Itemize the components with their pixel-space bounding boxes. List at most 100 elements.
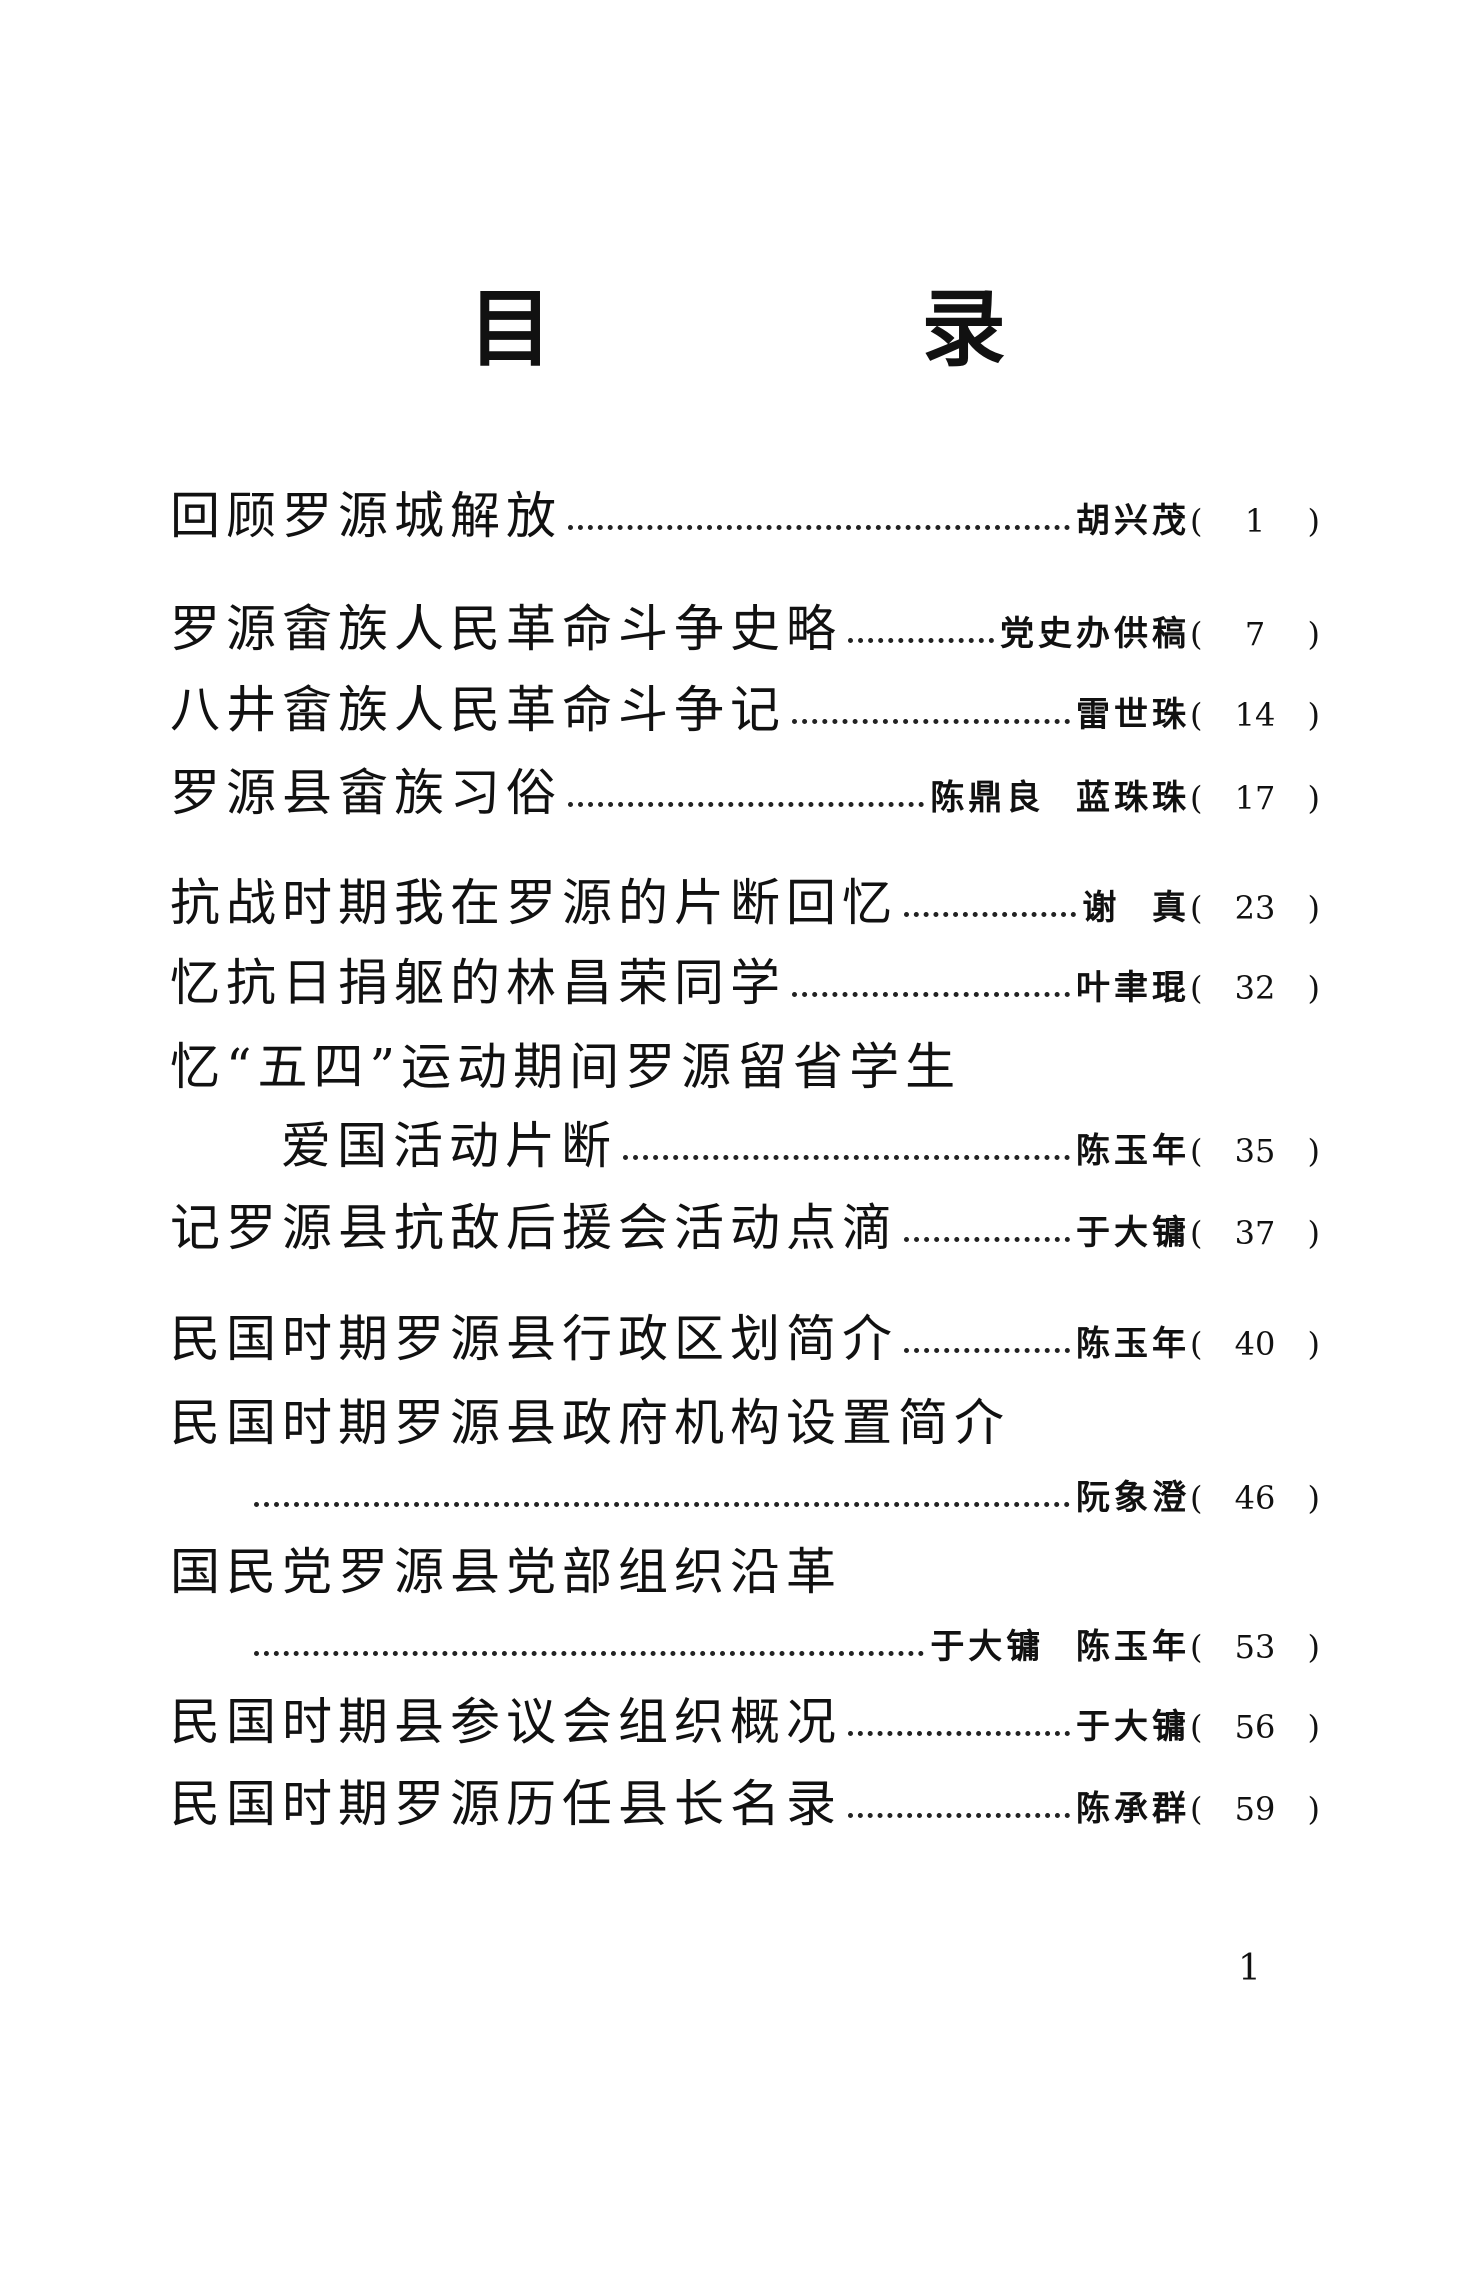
- leader-dots: [568, 802, 925, 807]
- page-ref: 35: [1234, 1132, 1276, 1170]
- open-paren: (: [1190, 696, 1203, 734]
- page-title: 目 录: [468, 279, 1176, 378]
- close-paren: ): [1307, 889, 1320, 927]
- page-number: 1: [1238, 1948, 1261, 1989]
- open-paren: (: [1190, 502, 1203, 540]
- entry-page: (32): [1190, 963, 1320, 1013]
- entry-author: 叶聿琨: [1076, 968, 1190, 1008]
- entry-author: 陈玉年: [1076, 1324, 1190, 1364]
- open-paren: (: [1190, 1214, 1203, 1252]
- entry-author: 谢 真: [1082, 888, 1190, 928]
- toc-entry[interactable]: 忆抗日捐躯的林昌荣同学 叶聿琨(32): [170, 953, 1320, 1013]
- close-paren: ): [1307, 1790, 1320, 1828]
- toc-entry[interactable]: 回顾罗源城解放 胡兴茂(1): [170, 486, 1320, 546]
- close-paren: ): [1307, 615, 1320, 653]
- entry-title: 罗源县畲族习俗: [170, 764, 562, 822]
- entry-title[interactable]: 国民党罗源县党部组织沿革: [170, 1543, 842, 1601]
- close-paren: ): [1307, 1628, 1320, 1666]
- leader-dots: [792, 992, 1070, 997]
- entry-page: (46): [1190, 1473, 1320, 1523]
- entry-page: (1): [1190, 496, 1320, 546]
- entry-author: 胡兴茂: [1076, 501, 1190, 541]
- toc-entry[interactable]: 民国时期县参议会组织概况 于大镛(56): [170, 1692, 1320, 1752]
- leader-dots: [623, 1155, 1070, 1160]
- entry-page: (37): [1190, 1208, 1320, 1258]
- entry-page: (40): [1190, 1319, 1320, 1369]
- entry-page: (53): [1190, 1622, 1320, 1672]
- entry-title: 民国时期罗源县行政区划简介: [170, 1310, 898, 1368]
- open-paren: (: [1190, 615, 1203, 653]
- open-paren: (: [1190, 1479, 1203, 1517]
- leader-dots: [848, 1813, 1070, 1818]
- page-ref: 1: [1244, 502, 1266, 540]
- toc-entry[interactable]: 罗源县畲族习俗 陈鼎良 蓝珠珠(17): [170, 763, 1320, 823]
- toc-entry[interactable]: 民国时期罗源历任县长名录陈承群(59): [170, 1774, 1320, 1834]
- entry-author: 于大镛 陈玉年: [930, 1627, 1190, 1667]
- toc-entry[interactable]: 民国时期罗源县行政区划简介 陈玉年(40): [170, 1309, 1320, 1369]
- page-ref: 56: [1234, 1708, 1276, 1746]
- page-ref: 46: [1234, 1479, 1276, 1517]
- entry-page: (56): [1190, 1702, 1320, 1752]
- close-paren: ): [1307, 779, 1320, 817]
- page-ref: 40: [1234, 1325, 1276, 1363]
- page-ref: 23: [1234, 889, 1276, 927]
- open-paren: (: [1190, 889, 1203, 927]
- entry-title: 罗源畲族人民革命斗争史略: [170, 600, 842, 658]
- entry-title: 八井畲族人民革命斗争记: [170, 681, 786, 739]
- entry-page: (35): [1190, 1126, 1320, 1176]
- entry-page: (7): [1190, 609, 1320, 659]
- entry-author: 于大镛: [1076, 1707, 1190, 1747]
- open-paren: (: [1190, 969, 1203, 1007]
- entry-author: 陈承群: [1076, 1789, 1190, 1829]
- leader-dots: [254, 1502, 1070, 1507]
- entry-title: 记罗源县抗敌后援会活动点滴: [170, 1199, 898, 1257]
- entry-title[interactable]: 民国时期罗源县政府机构设置简介: [170, 1394, 1010, 1452]
- entry-title: 忆抗日捐躯的林昌荣同学: [170, 954, 786, 1012]
- toc-entry[interactable]: 抗战时期我在罗源的片断回忆谢 真(23): [170, 873, 1320, 933]
- toc-entry[interactable]: 阮象澄(46): [248, 1463, 1320, 1523]
- leader-dots: [904, 912, 1077, 917]
- entry-page: (14): [1190, 690, 1320, 740]
- toc-entry[interactable]: 爱国活动片断 陈玉年(35): [281, 1116, 1320, 1176]
- open-paren: (: [1190, 1132, 1203, 1170]
- page-ref: 59: [1234, 1790, 1276, 1828]
- close-paren: ): [1307, 1132, 1320, 1170]
- entry-page: (17): [1190, 773, 1320, 823]
- toc-entry[interactable]: 记罗源县抗敌后援会活动点滴 于大镛(37): [170, 1198, 1320, 1258]
- page-ref: 17: [1234, 779, 1276, 817]
- leader-dots: [904, 1348, 1070, 1353]
- entry-author: 陈玉年: [1076, 1131, 1190, 1171]
- leader-dots: [904, 1237, 1070, 1242]
- leader-dots: [848, 638, 994, 643]
- leader-dots: [792, 719, 1070, 724]
- open-paren: (: [1190, 1708, 1203, 1746]
- entry-author: 于大镛: [1076, 1213, 1190, 1253]
- leader-dots: [848, 1731, 1070, 1736]
- entry-author: 陈鼎良 蓝珠珠: [930, 778, 1190, 818]
- toc-entry[interactable]: 于大镛 陈玉年(53): [248, 1612, 1320, 1672]
- toc-entry[interactable]: 八井畲族人民革命斗争记 雷世珠(14): [170, 680, 1320, 740]
- open-paren: (: [1190, 1790, 1203, 1828]
- close-paren: ): [1307, 502, 1320, 540]
- close-paren: ): [1307, 1214, 1320, 1252]
- entry-title: 爱国活动片断: [281, 1117, 617, 1175]
- close-paren: ): [1307, 1325, 1320, 1363]
- close-paren: ): [1307, 1479, 1320, 1517]
- page-ref: 53: [1234, 1628, 1276, 1666]
- open-paren: (: [1190, 1628, 1203, 1666]
- entry-page: (23): [1190, 883, 1320, 933]
- close-paren: ): [1307, 1708, 1320, 1746]
- entry-title: 回顾罗源城解放: [170, 487, 562, 545]
- toc-entry[interactable]: 罗源畲族人民革命斗争史略 党史办供稿(7): [170, 599, 1320, 659]
- page-ref: 37: [1234, 1214, 1276, 1252]
- leader-dots: [568, 525, 1070, 530]
- close-paren: ): [1307, 969, 1320, 1007]
- page-ref: 32: [1234, 969, 1276, 1007]
- entry-page: (59): [1190, 1784, 1320, 1834]
- entry-author: 党史办供稿: [1000, 614, 1190, 654]
- entry-title: 民国时期县参议会组织概况: [170, 1693, 842, 1751]
- page-ref: 14: [1234, 696, 1276, 734]
- entry-title[interactable]: 忆“五四”运动期间罗源留省学生: [170, 1038, 962, 1096]
- entry-author: 雷世珠: [1076, 695, 1190, 735]
- page-ref: 7: [1244, 615, 1266, 653]
